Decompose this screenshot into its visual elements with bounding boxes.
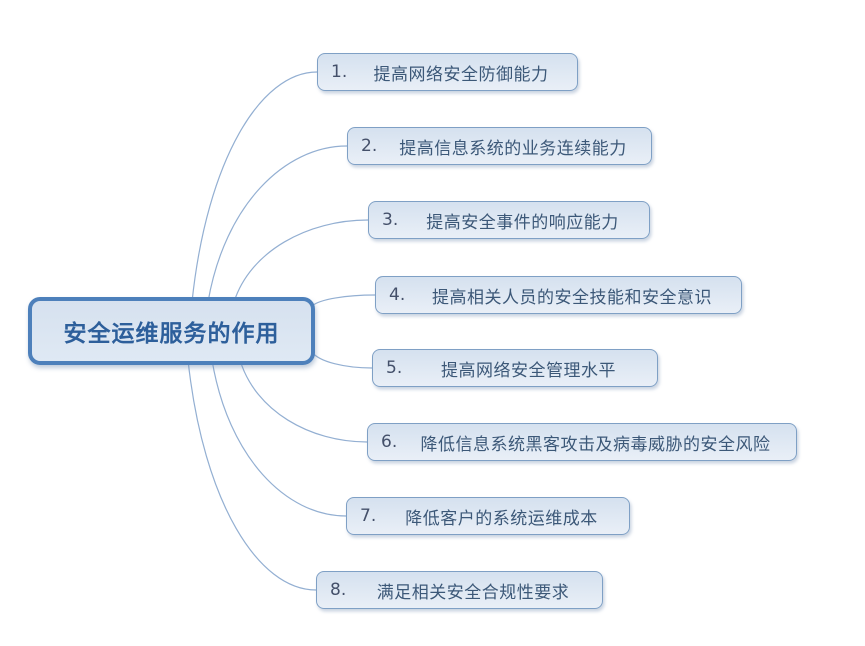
branch-label: 提高安全事件的响应能力	[426, 212, 619, 233]
branch-number: 6.	[381, 432, 398, 452]
connector-curve-8	[187, 359, 317, 591]
branch-label: 满足相关安全合规性要求	[376, 582, 570, 603]
branch-node-8[interactable]: 8. 满足相关安全合规性要求	[316, 571, 603, 609]
branch-label: 降低客户的系统运维成本	[405, 508, 598, 529]
branch-label: 提高网络安全防御能力	[373, 64, 549, 85]
connector-curve-6	[239, 359, 368, 443]
root-node[interactable]: 安全运维服务的作用	[28, 297, 315, 365]
connector-curve-3	[233, 219, 369, 303]
connector-curve-1	[191, 71, 318, 303]
branch-label: 提高相关人员的安全技能和安全意识	[432, 287, 712, 308]
connector-curve-5	[311, 351, 373, 369]
branch-number: 4.	[389, 285, 406, 305]
connector-curve-7	[211, 359, 347, 517]
connector-curve-2	[207, 145, 348, 303]
branch-label: 提高信息系统的业务连续能力	[399, 138, 627, 159]
branch-node-5[interactable]: 5. 提高网络安全管理水平	[372, 349, 658, 387]
branch-number: 3.	[382, 210, 399, 230]
branch-node-1[interactable]: 1. 提高网络安全防御能力	[317, 53, 578, 91]
branch-node-4[interactable]: 4. 提高相关人员的安全技能和安全意识	[375, 276, 742, 314]
branch-number: 8.	[330, 580, 347, 600]
branch-label: 提高网络安全管理水平	[441, 360, 616, 381]
branch-number: 7.	[360, 506, 377, 526]
branch-number: 5.	[386, 358, 403, 378]
branch-label: 降低信息系统黑客攻击及病毒威胁的安全风险	[420, 434, 771, 455]
branch-node-6[interactable]: 6. 降低信息系统黑客攻击及病毒威胁的安全风险	[367, 423, 797, 461]
branch-node-2[interactable]: 2. 提高信息系统的业务连续能力	[347, 127, 652, 165]
root-node-label: 安全运维服务的作用	[63, 321, 280, 347]
connector-curve-4	[311, 294, 376, 307]
branch-node-7[interactable]: 7. 降低客户的系统运维成本	[346, 497, 630, 535]
branch-node-3[interactable]: 3. 提高安全事件的响应能力	[368, 201, 650, 239]
branch-number: 1.	[331, 62, 348, 82]
branch-number: 2.	[361, 136, 378, 156]
